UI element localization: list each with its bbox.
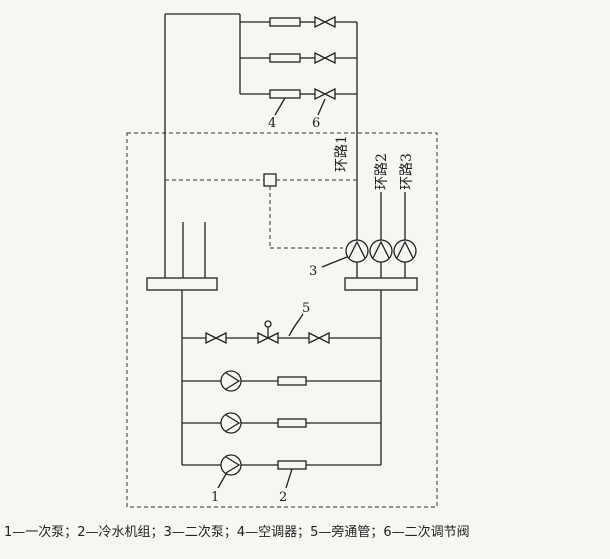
control-valve-icon: [314, 15, 336, 29]
secondary-pump-icon: [369, 239, 393, 263]
control-valve-icon: [314, 87, 336, 101]
label-air-handler: 4: [268, 116, 276, 131]
primary-pump-icon: [220, 454, 242, 476]
supply-header: [146, 277, 218, 291]
chiller-unit: [277, 460, 307, 470]
bypass-valve-icon: [308, 331, 330, 345]
bypass-valve-icon: [205, 331, 227, 345]
chiller-unit: [277, 376, 307, 386]
air-handler-unit: [269, 89, 301, 99]
primary-pump-icon: [220, 370, 242, 392]
air-handler-section: [164, 13, 358, 278]
secondary-pumps: [321, 192, 417, 278]
actuator-icon: [264, 320, 272, 328]
controller-box: [263, 173, 277, 187]
primary-loop: [181, 290, 382, 489]
primary-pump-icon: [220, 412, 242, 434]
label-primary-pump: 1: [211, 490, 219, 505]
secondary-pump-icon: [345, 239, 369, 263]
plant-room-boundary: [126, 132, 438, 508]
label-loop-1: 环路1: [334, 135, 350, 172]
label-loop-3: 环路3: [399, 153, 415, 190]
label-chiller: 2: [279, 490, 287, 505]
control-valve-icon: [314, 51, 336, 65]
air-handler-unit: [269, 53, 301, 63]
control-signal-lines: [165, 173, 357, 249]
label-loop-2: 环路2: [374, 153, 390, 190]
label-secondary-pump: 3: [309, 264, 317, 279]
chiller-unit: [277, 418, 307, 428]
label-secondary-valve: 6: [312, 116, 320, 131]
figure-caption: 1—一次泵；2—冷水机组；3—二次泵；4—空调器；5—旁通管；6—二次调节阀: [4, 525, 470, 540]
secondary-pump-icon: [393, 239, 417, 263]
air-handler-unit: [269, 17, 301, 27]
return-header: [344, 277, 418, 291]
label-bypass-pipe: 5: [302, 301, 310, 316]
